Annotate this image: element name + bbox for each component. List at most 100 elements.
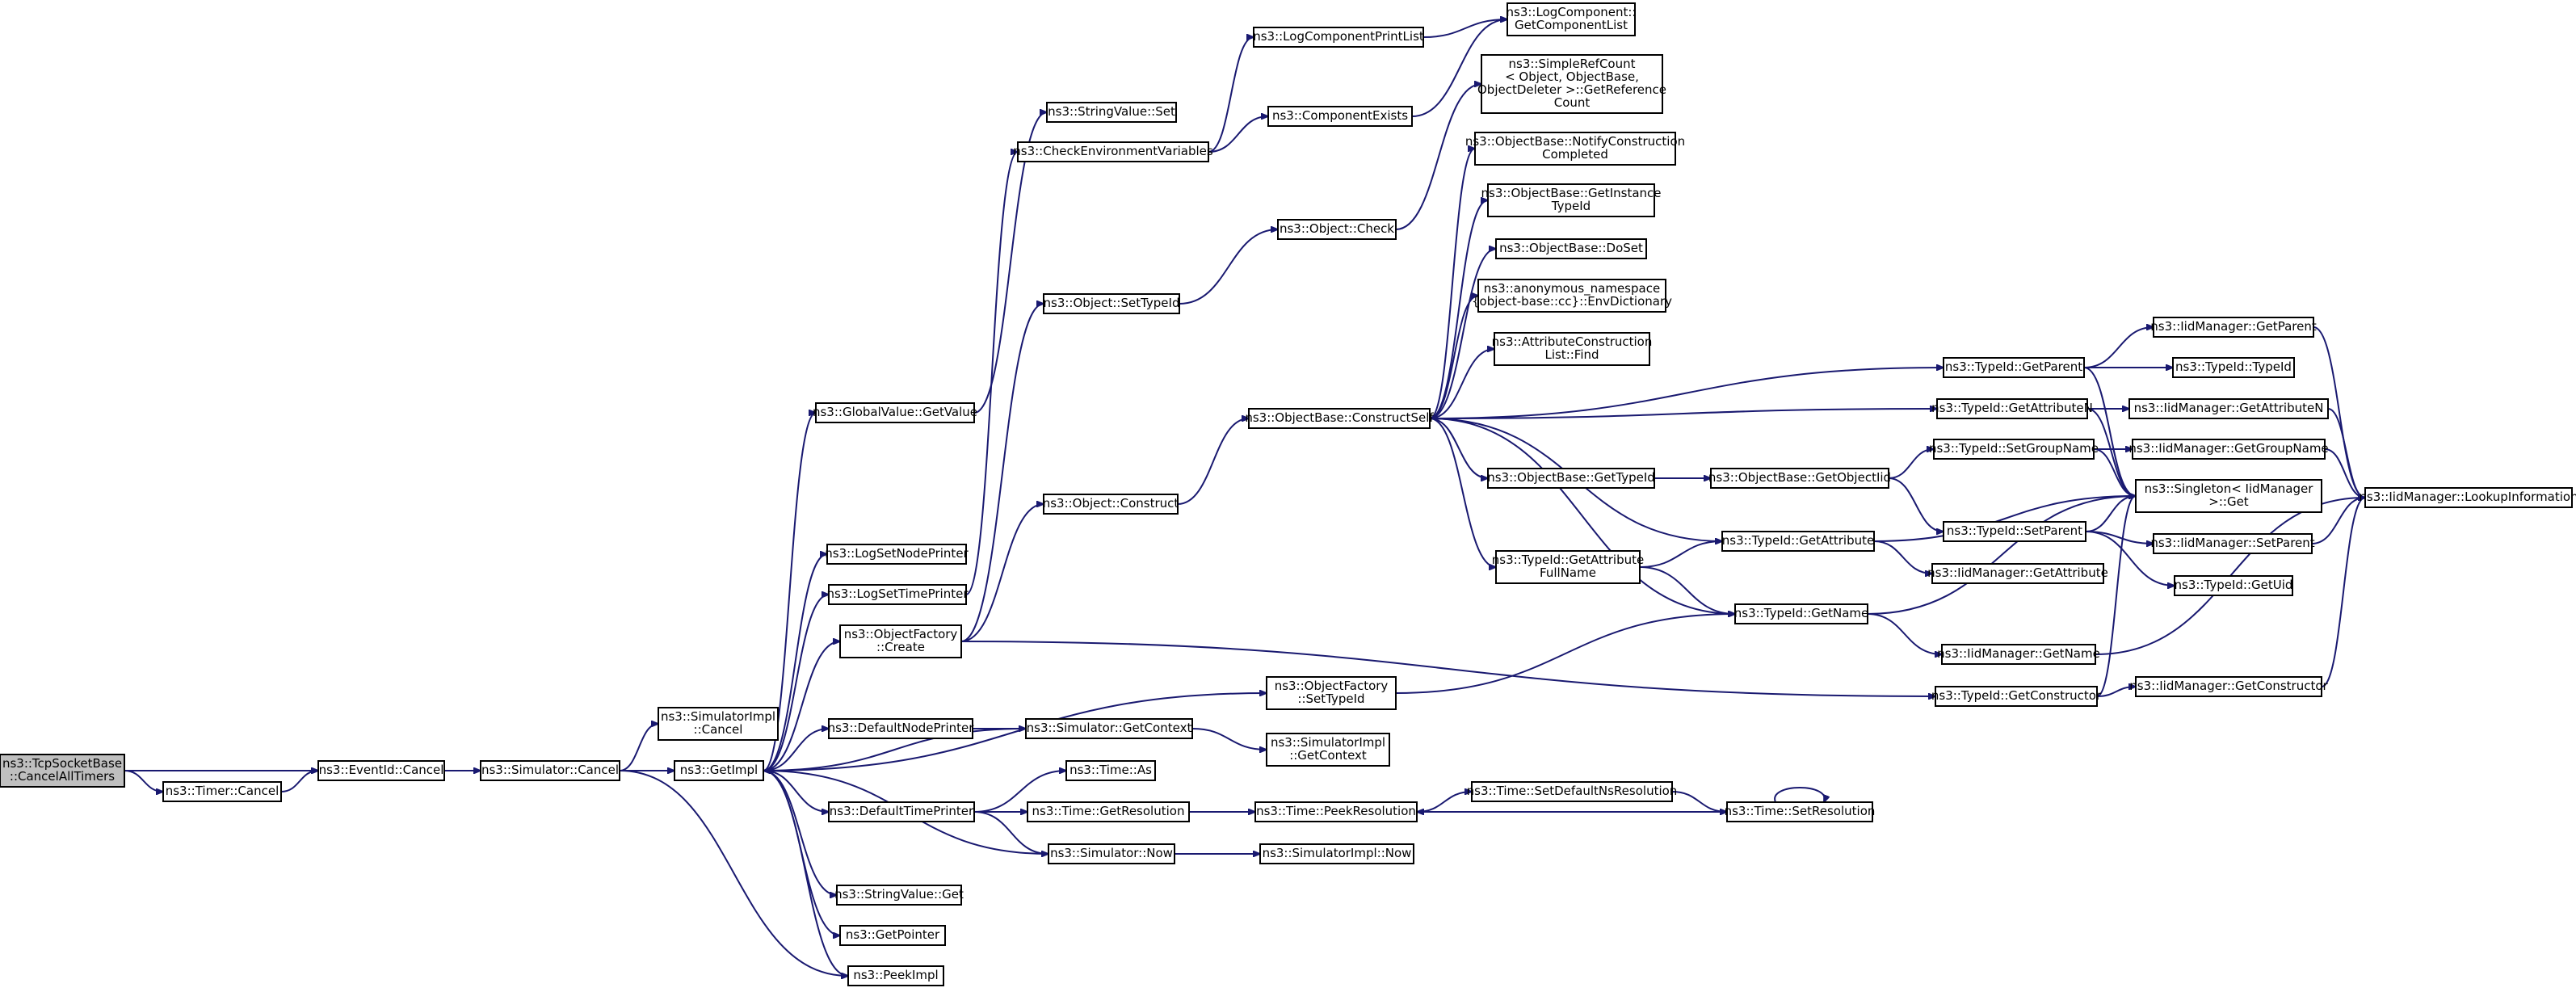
edge-objectbase_constructself-to-typeid_getname (1429, 418, 1735, 614)
node-sim_getcontext[interactable]: ns3::Simulator::GetContext (1025, 718, 1193, 739)
node-typeid_getattribute[interactable]: ns3::TypeId::GetAttribute (1721, 531, 1875, 552)
node-object_settypeid[interactable]: ns3::Object::SetTypeId (1043, 293, 1180, 314)
node-typeid_getname[interactable]: ns3::TypeId::GetName (1734, 603, 1868, 624)
node-label: ns3::Time::GetResolution (1032, 804, 1185, 818)
node-eventid_cancel[interactable]: ns3::EventId::Cancel (317, 760, 445, 781)
edge-getimpl-to-objectfactory_create (763, 641, 840, 771)
node-time_setresolution[interactable]: ns3::Time::SetResolution (1725, 801, 1876, 822)
node-iidmanager_getconstructor[interactable]: ns3::IidManager::GetConstructor (2129, 676, 2329, 697)
node-time_as[interactable]: ns3::Time::As (1065, 760, 1156, 781)
edge-objectbase_constructself-to-typeid_getattributefullname (1429, 418, 1496, 567)
node-box (1048, 843, 1175, 864)
node-label: ns3::Singleton< IidManager (2145, 481, 2314, 496)
node-iidmanager_setparent[interactable]: ns3::IidManager::SetParent (2150, 533, 2315, 554)
node-objectbase_doset[interactable]: ns3::ObjectBase::DoSet (1495, 238, 1647, 259)
edge-time_setdefaultnsresolution-to-time_setresolution (1671, 791, 1727, 812)
node-typeid_typeid[interactable]: ns3::TypeId::TypeId (2172, 357, 2295, 378)
node-box (1027, 801, 1190, 822)
node-label: ns3::TypeId::GetAttributeN (1931, 401, 2093, 415)
node-defaultnodeprinter[interactable]: ns3::DefaultNodePrinter (828, 718, 975, 739)
node-typeid_setgroupname[interactable]: ns3::TypeId::SetGroupName (1929, 439, 2099, 460)
node-box (1495, 238, 1647, 259)
node-box (1494, 332, 1650, 366)
edge-objectbase_constructself-to-typeid_getparent (1429, 368, 1944, 419)
node-label: ns3::LogSetTimePrinter (826, 586, 969, 601)
node-typeid_getuid[interactable]: ns3::TypeId::GetUid (2174, 575, 2293, 596)
edge-checkenv-to-componentexists (1208, 116, 1268, 153)
node-objectbase_notifyconstruction[interactable]: ns3::ObjectBase::NotifyConstructionCompl… (1465, 132, 1685, 166)
node-label: ns3::AttributeConstruction (1492, 334, 1653, 349)
node-label: ns3::Simulator::Cancel (481, 763, 619, 777)
node-time_getresolution[interactable]: ns3::Time::GetResolution (1027, 801, 1190, 822)
node-sim_now[interactable]: ns3::Simulator::Now (1048, 843, 1175, 864)
node-stringvalue_set[interactable]: ns3::StringValue::Set (1046, 102, 1177, 123)
node-envdictionary[interactable]: ns3::anonymous_namespace{object-base::cc… (1472, 279, 1672, 313)
node-box (1933, 439, 2095, 460)
node-objectfactory_settypeid[interactable]: ns3::ObjectFactory::SetTypeId (1266, 676, 1397, 710)
node-iidmanager_lookupinformation[interactable]: ns3::IidManager::LookupInformation (2359, 487, 2576, 508)
node-box (1253, 27, 1424, 48)
node-box (1046, 102, 1177, 123)
node-object_construct[interactable]: ns3::Object::Construct (1043, 494, 1179, 515)
node-box (1266, 676, 1397, 710)
node-singleton_get[interactable]: ns3::Singleton< IidManager >::Get (2135, 479, 2322, 513)
node-simplerefcount[interactable]: ns3::SimpleRefCount< Object, ObjectBase,… (1477, 54, 1666, 114)
node-label: ns3::IidManager::GetGroupName (2128, 441, 2328, 456)
node-peekimpl[interactable]: ns3::PeekImpl (847, 965, 944, 986)
node-logcomponent_getcomponentlist[interactable]: ns3::LogComponent::GetComponentList (1507, 2, 1637, 36)
node-label: ns3::Simulator::Now (1050, 846, 1173, 860)
node-box (1936, 398, 2088, 419)
node-typeid_setparent[interactable]: ns3::TypeId::SetParent (1943, 521, 2086, 542)
node-box (839, 925, 946, 946)
node-sim_cancel[interactable]: ns3::Simulator::Cancel (480, 760, 620, 781)
node-label: TypeId (1551, 199, 1591, 213)
node-logsettimeprinter[interactable]: ns3::LogSetTimePrinter (826, 584, 969, 605)
node-typeid_getconstructor[interactable]: ns3::TypeId::GetConstructor (1931, 686, 2102, 707)
node-globalvalue_getvalue[interactable]: ns3::GlobalValue::GetValue (813, 402, 977, 423)
node-logsetnodeprinter[interactable]: ns3::LogSetNodePrinter (825, 544, 969, 565)
node-simimpl_cancel[interactable]: ns3::SimulatorImpl::Cancel (658, 707, 779, 741)
node-typeid_getattributen[interactable]: ns3::TypeId::GetAttributeN (1931, 398, 2093, 419)
node-root[interactable]: ns3::TcpSocketBase::CancelAllTimers (0, 754, 125, 788)
edge-object_construct-to-objectbase_constructself (1177, 418, 1249, 505)
node-simimpl_now[interactable]: ns3::SimulatorImpl::Now (1259, 843, 1414, 864)
node-checkenv[interactable]: ns3::CheckEnvironmentVariables (1013, 141, 1213, 162)
node-objectbase_getobjectiid[interactable]: ns3::ObjectBase::GetObjectIid (1708, 468, 1891, 489)
node-defaulttimeprinter[interactable]: ns3::DefaultTimePrinter (828, 801, 975, 822)
node-iidmanager_getparent[interactable]: ns3::IidManager::GetParent (2150, 317, 2317, 338)
edge-typeid_getattribute-to-singleton_get (1873, 496, 2136, 542)
edge-getimpl-to-defaulttimeprinter (763, 770, 829, 812)
node-time_peekresolution[interactable]: ns3::Time::PeekResolution (1254, 801, 1418, 822)
node-iidmanager_getname[interactable]: ns3::IidManager::GetName (1937, 644, 2100, 665)
node-iidmanager_getgroupname[interactable]: ns3::IidManager::GetGroupName (2128, 439, 2329, 460)
node-label: ns3::IidManager::GetAttributeN (2134, 401, 2324, 415)
node-objectbase_constructself[interactable]: ns3::ObjectBase::ConstructSelf (1245, 408, 1434, 429)
node-iidmanager_getattribute[interactable]: ns3::IidManager::GetAttribute (1927, 563, 2108, 584)
node-iidmanager_getattributen[interactable]: ns3::IidManager::GetAttributeN (2128, 398, 2329, 419)
node-box (2174, 575, 2293, 596)
node-object_check[interactable]: ns3::Object::Check (1277, 219, 1397, 240)
node-timer_cancel[interactable]: ns3::Timer::Cancel (162, 781, 282, 802)
node-getimpl[interactable]: ns3::GetImpl (674, 760, 764, 781)
node-logcomponentprintlist[interactable]: ns3::LogComponentPrintList (1253, 27, 1424, 48)
node-simimpl_getcontext[interactable]: ns3::SimulatorImpl::GetContext (1266, 733, 1390, 767)
node-typeid_getparent[interactable]: ns3::TypeId::GetParent (1943, 357, 2085, 378)
node-label: ns3::anonymous_namespace (1484, 281, 1660, 296)
edge-typeid_getname-to-singleton_get (1867, 496, 2136, 615)
node-stringvalue_get[interactable]: ns3::StringValue::Get (834, 885, 964, 906)
node-objectbase_gettypeid[interactable]: ns3::ObjectBase::GetTypeId (1487, 468, 1655, 489)
node-time_setdefaultnsresolution[interactable]: ns3::Time::SetDefaultNsResolution (1467, 781, 1678, 802)
node-box (828, 718, 973, 739)
node-box (0, 754, 125, 788)
node-componentexists[interactable]: ns3::ComponentExists (1267, 106, 1413, 127)
node-box (1495, 550, 1641, 584)
node-label: ns3::Time::As (1069, 763, 1152, 777)
node-objectfactory_create[interactable]: ns3::ObjectFactory::Create (839, 624, 962, 658)
node-box (480, 760, 620, 781)
edge-typeid_getparent-to-iidmanager_getparent (2083, 327, 2154, 368)
node-getpointer[interactable]: ns3::GetPointer (839, 925, 946, 946)
